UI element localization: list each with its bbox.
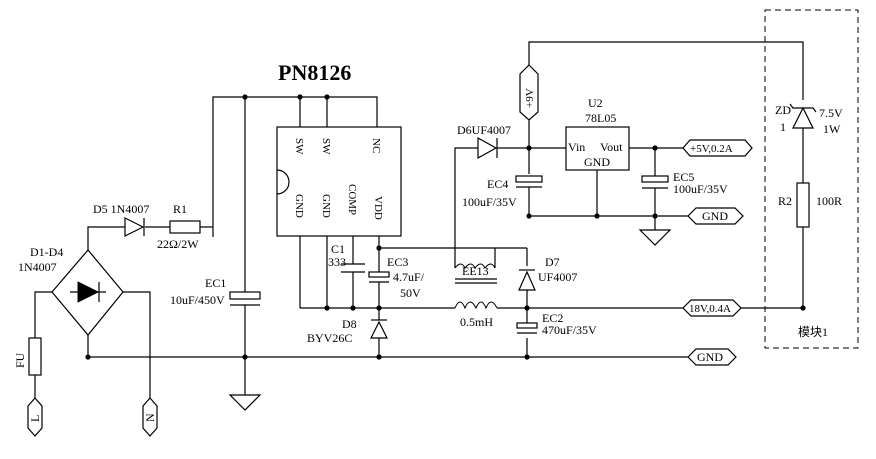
terminal-l: L [27,397,43,437]
net-18v-label: 18V,0.4A [689,303,731,315]
ic-title: PN8126 [278,60,351,85]
inductor-value: 0.5mH [460,315,493,329]
module-label: 模块1 [798,325,828,339]
ic-pn8126: SW SW NC GND GND COMP VDD [276,126,402,237]
zd-power: 1W [823,122,841,136]
zd-label: ZD [775,103,791,117]
d5-label: D5 1N4007 [93,202,149,216]
terminal-l-label: L [28,415,42,422]
diode-d6: D6UF4007 [457,123,511,160]
bridge-value: 1N4007 [18,260,57,274]
fuse-label: FU [13,352,27,368]
ec5-value: 100uF/35V [673,182,728,196]
ic-pin-sw1: SW [293,138,305,155]
net-9v-label: +9V [524,88,536,108]
inductor: 0.5mH [454,301,498,329]
zd-voltage: 7.5V [819,106,843,120]
ground-symbol-right [638,229,672,246]
net-5v-label: +5V,0.2A [690,143,733,155]
ic-pin-vdd: VDD [372,196,384,220]
resistor-r1: R1 22Ω/2W [157,202,201,251]
resistor-r2: R2 100R [778,182,842,228]
ic-pin-nc: NC [370,138,382,153]
ec1-value: 10uF/450V [170,293,225,307]
u2-pin-gnd: GND [584,155,610,169]
diode-d7: D7 UF4007 [518,255,577,291]
fuse-fu: FU [13,337,42,376]
ic-pin-comp: COMP [346,184,358,215]
zd-number: 1 [780,120,786,134]
capacitor-ec2: EC2 470uF/35V [516,311,597,337]
ec3-voltage: 50V [400,286,421,300]
net-tag-18v: 18V,0.4A [682,299,742,317]
c1-label: C1 [331,242,345,256]
d7-label: D7 [545,255,560,269]
ec3-value: 4.7uF/ [393,270,425,284]
r1-label: R1 [173,202,187,216]
net-tag-5v: +5V,0.2A [682,139,753,157]
ic-pin-sw2: SW [320,138,332,155]
r2-label: R2 [778,194,792,208]
bridge-rectifier: D1-D4 1N4007 [18,245,124,336]
ec5-label: EC5 [673,170,694,184]
net-gnd-upper-label: GND [702,209,728,223]
c1-value: 333 [328,255,346,269]
r2-value: 100R [816,194,842,208]
net-tag-9v: +9V [519,64,539,121]
d7-value: UF4007 [538,270,577,284]
d8-label: D8 [342,317,357,331]
net-tag-gnd-upper: GND [687,207,744,225]
ec3-label: EC3 [387,255,408,269]
capacitor-ec1: EC1 10uF/450V [170,276,261,307]
ee13-label: EE13 [462,264,489,278]
net-gnd-lower-label: GND [697,350,723,364]
ec4-label: EC4 [487,177,508,191]
d8-value: BYV26C [307,331,352,345]
ec4-value: 100uF/35V [462,195,517,209]
module-box: 模块1 [764,9,859,349]
capacitor-ec4: EC4 100uF/35V [462,175,543,209]
terminal-n-label: N [143,413,157,422]
capacitor-c1: C1 333 [328,242,365,273]
capacitor-ec5: EC5 100uF/35V [641,170,728,196]
regulator-u2: U2 78L05 Vin Vout GND [565,96,630,171]
zener-zd1: ZD 1 7.5V 1W [775,103,843,136]
wires [34,41,804,400]
r1-value: 22Ω/2W [157,237,199,251]
terminal-n: N [142,397,158,437]
diode-d8: D8 BYV26C [307,317,388,345]
junctions [85,94,806,360]
ec2-value: 470uF/35V [542,323,597,337]
net-tag-gnd-lower: GND [687,348,737,366]
capacitor-ec3: EC3 4.7uF/ 50V [368,255,425,300]
ec1-label: EC1 [205,276,226,290]
ic-pin-gnd1: GND [293,194,305,218]
u2-value: 78L05 [585,111,616,125]
d6-label: D6UF4007 [457,123,511,137]
bridge-label: D1-D4 [30,245,63,259]
ic-pin-gnd2: GND [320,194,332,218]
ec2-label: EC2 [542,311,563,325]
transformer-ee13: EE13 [454,248,497,284]
diode-d5: D5 1N4007 [93,202,149,237]
ground-symbol-left [228,394,262,411]
u2-label: U2 [588,96,603,110]
u2-pin-vin: Vin [568,140,585,154]
u2-pin-vout: Vout [600,140,623,154]
